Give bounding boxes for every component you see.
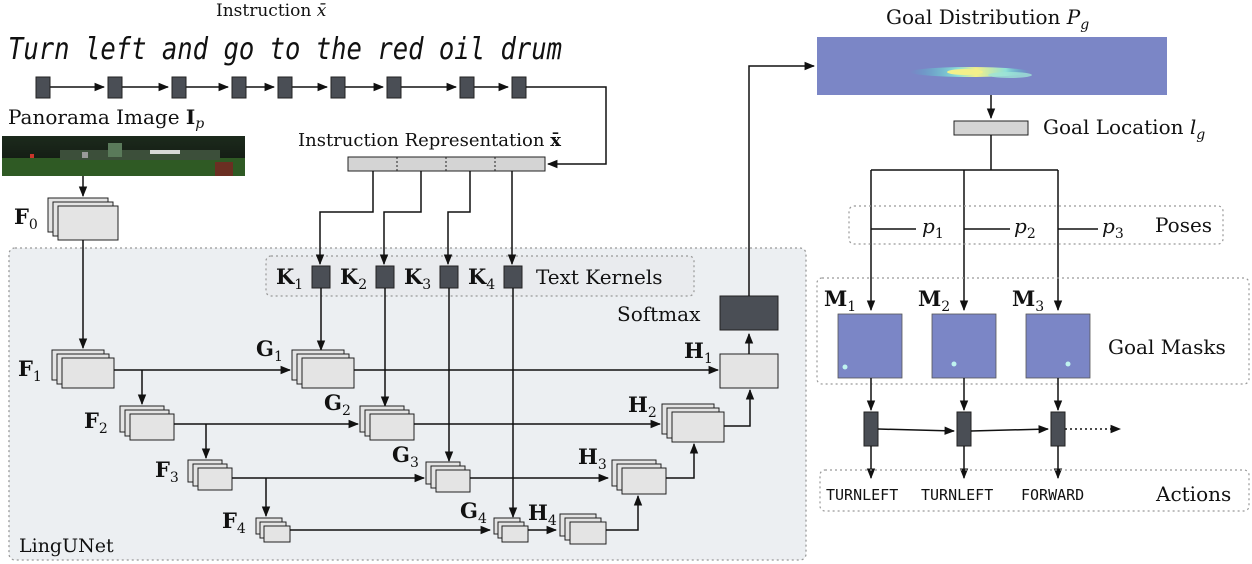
f4-label: F4 [222,508,246,537]
goal-mask-3 [1025,313,1091,379]
mask-label-1: M1 [824,286,856,315]
goal-branching [866,135,1098,312]
goal-mask-2 [931,313,997,379]
f2-stack [119,405,175,441]
token-box [35,76,51,99]
softmax-label: Softmax [617,302,701,326]
token-box [511,76,527,99]
rnn-cell-2 [956,411,972,447]
kernel-label-1: K1 [276,264,303,293]
g1-label: G1 [256,336,283,365]
h4-label: H4 [528,500,557,529]
h4-stack [559,513,607,545]
goal-masks-box [816,277,1250,385]
representation-label: Instruction Representation x̄ [298,130,561,151]
rnn-cell-3 [1050,411,1066,447]
token-box [107,76,123,99]
goal-mask-1 [837,313,903,379]
f3-stack [187,459,233,491]
h1-label: H1 [684,338,713,367]
token-box [459,76,475,99]
rnn-cell-1 [863,411,879,447]
action-label-2: TURNLEFT [921,486,993,504]
h3-label: H3 [578,444,607,473]
decoder-connections [606,332,755,531]
h3-stack [611,459,667,495]
kernel-box-1 [311,265,331,289]
encoder-connections [114,365,492,535]
goal-location-label: Goal Location lg [1043,115,1205,143]
g2-label: G2 [324,390,351,419]
pose-label-1: p1 [922,214,944,242]
kernel-box-4 [503,265,523,289]
h1-box [719,353,779,389]
poses-box [848,205,1224,245]
token-chain [35,76,607,169]
token-box [171,76,187,99]
instruction-text: Turn left and go to the red oil drum [8,32,562,67]
kernel-routing [315,171,517,266]
f1-label: F1 [18,356,42,385]
f4-stack [255,517,291,543]
pose-label-2: p2 [1014,214,1036,242]
g4-stack [493,517,529,543]
g2-stack [359,405,415,441]
token-box [231,76,247,99]
goal-location-bar [953,120,1029,136]
softmax-to-goal-arrow [748,61,816,296]
action-label-3: FORWARD [1021,486,1084,504]
goal-masks-label: Goal Masks [1108,335,1226,359]
panorama-image [2,136,245,176]
text-kernels-label: Text Kernels [536,265,662,289]
g4-label: G4 [460,498,487,527]
goal-distribution-label: Goal Distribution Pg [886,5,1089,33]
g3-label: G3 [392,442,419,471]
goal-distribution-heatmap [817,37,1167,95]
poses-label: Poses [1155,213,1212,237]
actions-label: Actions [1155,482,1231,506]
kernel-box-3 [439,265,459,289]
mask-label-3: M3 [1012,286,1044,315]
f1-stack [51,349,115,389]
token-box [386,76,402,99]
representation-bar [347,156,546,172]
f3-label: F3 [155,457,179,486]
panorama-label: Panorama Image Ip [8,105,204,132]
action-label-1: TURNLEFT [826,486,898,504]
softmax-box [719,295,779,331]
instruction-symbol: x̄ [317,1,327,21]
f0-stack [47,197,119,241]
mask-label-2: M2 [918,286,950,315]
text-kernels-box [265,255,695,297]
h2-label: H2 [628,392,657,421]
token-box [277,76,293,99]
kernel-label-2: K2 [340,264,367,293]
token-box [330,76,346,99]
g3-stack [425,461,471,493]
h2-stack [661,403,725,443]
pose-label-3: p3 [1102,214,1124,242]
instruction-label: Instruction x̄ [216,1,327,21]
kernel-label-4: K4 [468,264,495,293]
lingunet-label: LingUNet [19,535,114,557]
policy-rnn [863,378,1122,480]
g1-stack [291,349,355,389]
f2-label: F2 [84,408,108,437]
kernel-down-lines [316,288,518,519]
f0-label: F0 [14,204,38,233]
kernel-box-2 [375,265,395,289]
kernel-label-3: K3 [404,264,431,293]
skip-connections [354,365,720,535]
